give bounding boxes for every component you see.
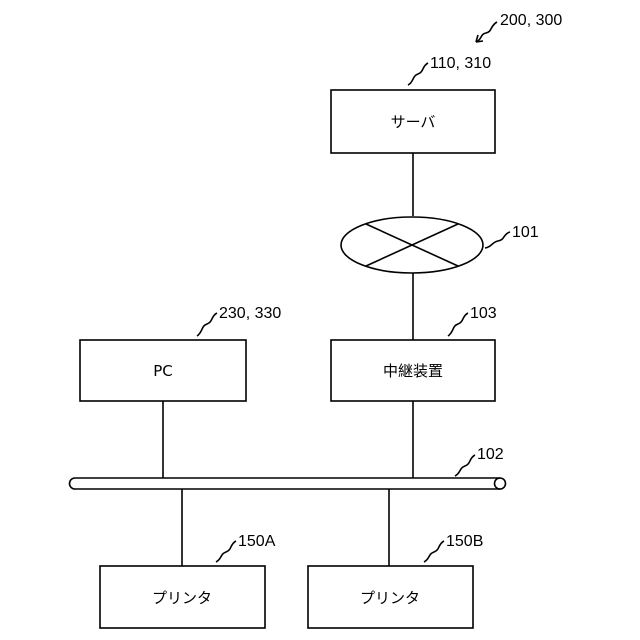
relay-ref-leader <box>448 313 468 336</box>
relay-ref-label: 103 <box>470 305 497 322</box>
printer-a-label: プリンタ <box>152 589 212 607</box>
printer-b-ref-leader <box>424 541 444 562</box>
system-ref-leader <box>476 22 497 42</box>
system-ref-label: 200, 300 <box>500 12 562 29</box>
printer-a-ref-label: 150A <box>238 533 276 550</box>
server-ref-leader <box>408 63 428 85</box>
pc-label: PC <box>153 362 173 380</box>
printer-a-ref-leader <box>216 541 236 562</box>
network-ref-leader <box>485 232 510 248</box>
lan-ref-leader <box>455 455 475 476</box>
printer-b-ref-label: 150B <box>446 533 483 550</box>
printer-b-label: プリンタ <box>360 589 420 607</box>
network-ref-label: 101 <box>512 224 539 241</box>
server-ref-label: 110, 310 <box>430 55 491 72</box>
server-label: サーバ <box>391 113 436 131</box>
lan-bus <box>70 478 506 489</box>
pc-ref-leader <box>197 313 217 336</box>
lan-ref-label: 102 <box>477 446 504 463</box>
pc-ref-label: 230, 330 <box>219 305 281 322</box>
relay-label: 中継装置 <box>383 362 443 380</box>
